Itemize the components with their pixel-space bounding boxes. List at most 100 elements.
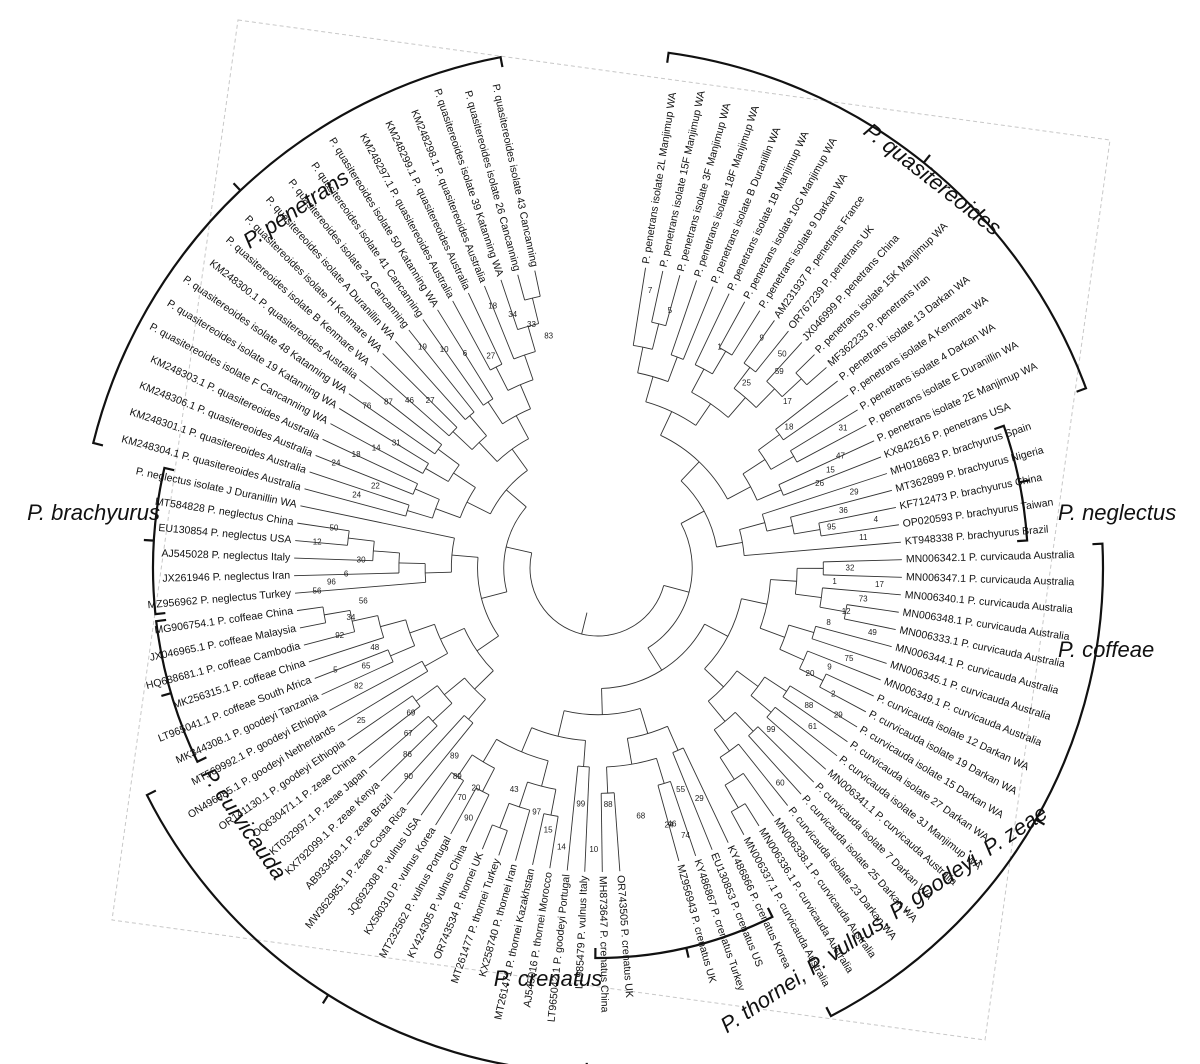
tree-branch [482, 767, 495, 792]
bracket-brachyurus [994, 424, 1030, 543]
tree-branch [713, 729, 730, 752]
tree-branch [770, 455, 794, 470]
tree-branch [704, 623, 728, 637]
tree-branch [478, 442, 498, 462]
tree-branch [348, 393, 436, 455]
support-value: 69 [406, 709, 415, 718]
tree-branch [704, 668, 724, 688]
tree-branch [409, 623, 435, 634]
tree-branches [294, 267, 902, 872]
support-value: 99 [767, 725, 776, 734]
tree-branch [651, 270, 664, 323]
support-value: 75 [845, 654, 854, 663]
tree-branch [299, 622, 326, 629]
bracket-thornei-vulnus-goodeyi-zeae [145, 789, 588, 1064]
tree-branch-arc [387, 649, 394, 663]
tree-branch-arc [428, 716, 438, 727]
tree-branch [584, 766, 590, 872]
bracket-penetrans [666, 51, 1088, 393]
tree-branch [667, 356, 678, 382]
tree-branch [744, 541, 901, 556]
tree-branch [466, 501, 491, 515]
tree-branch [744, 803, 760, 827]
tree-branch [774, 706, 838, 757]
tree-branch-arc [527, 781, 556, 790]
tree-branch [844, 618, 896, 630]
tree-branch [296, 606, 324, 612]
support-value: 10 [440, 345, 449, 354]
tree-branch [778, 440, 875, 486]
tree-branch [783, 456, 882, 496]
tree-branch [781, 378, 802, 397]
tree-branch [452, 300, 491, 371]
tip-label: KT948338 P. brachyurus Brazil [904, 523, 1048, 547]
tree-branch [308, 637, 384, 663]
tree-branch [639, 708, 649, 734]
support-value: 83 [544, 331, 553, 340]
tree-branch [420, 772, 452, 816]
tree-branch [541, 760, 549, 787]
tree-branch-arc [475, 787, 490, 796]
tree-branch [755, 388, 775, 408]
tree-branch-arc [818, 523, 822, 537]
tree-branch [755, 330, 789, 373]
tree-branch [637, 347, 644, 373]
tree-branch [518, 781, 528, 808]
support-value: 18 [352, 450, 361, 459]
tree-branch [724, 784, 739, 808]
tree-branch-arc [490, 363, 503, 371]
tree-branch [788, 624, 815, 633]
support-value: 1 [717, 342, 722, 351]
support-value: 49 [868, 628, 877, 637]
tree-branch [758, 434, 780, 451]
tree-branch-arc [483, 398, 494, 406]
tree-branch-arc [627, 725, 668, 739]
tree-branch [315, 455, 414, 495]
tree-branch [498, 830, 508, 856]
support-value: 18 [488, 302, 497, 311]
tree-branch [495, 366, 509, 391]
tree-branch-arc [601, 792, 615, 794]
support-value: 46 [405, 396, 414, 405]
tree-branch [583, 740, 586, 767]
tree-branch-arc [412, 695, 421, 707]
support-value: 15 [544, 825, 553, 834]
tree-branch [453, 472, 476, 488]
tree-branch-arc [543, 813, 559, 817]
tree-branch [766, 525, 793, 532]
tree-branch [600, 793, 603, 872]
tree-branch [295, 540, 348, 546]
tree-branch-arc [713, 711, 736, 731]
tree-branch [819, 686, 867, 713]
tree-branch [660, 411, 673, 436]
support-value: 17 [875, 580, 884, 589]
tree-branch [435, 508, 461, 519]
tree-branch-arc [660, 434, 728, 500]
tree-branch [807, 650, 881, 681]
tree-branch [795, 354, 815, 374]
tree-branch [440, 627, 465, 640]
support-value: 43 [510, 785, 519, 794]
tree-branch [795, 593, 822, 599]
support-value: 24 [332, 459, 341, 468]
support-value: 90 [404, 772, 413, 781]
tree-branch [467, 292, 503, 365]
support-value: 67 [404, 729, 413, 738]
tree-branch [435, 780, 464, 826]
tree-branch [506, 546, 532, 554]
support-value: 88 [604, 800, 613, 809]
tree-branch [422, 319, 484, 406]
tree-branch [321, 661, 394, 696]
tip-label: MN006347.1 P. curvicauda Australia [906, 571, 1075, 588]
tree-branch [766, 716, 827, 770]
tree-branch [380, 619, 406, 628]
support-value: 29 [695, 794, 704, 803]
tree-branch [373, 550, 400, 554]
tree-branch-arc [719, 743, 739, 758]
tree-branch [294, 557, 373, 562]
tree-branch [695, 403, 711, 426]
tree-branch [437, 309, 494, 400]
tree-branch [468, 699, 486, 720]
tree-branch [487, 401, 503, 425]
